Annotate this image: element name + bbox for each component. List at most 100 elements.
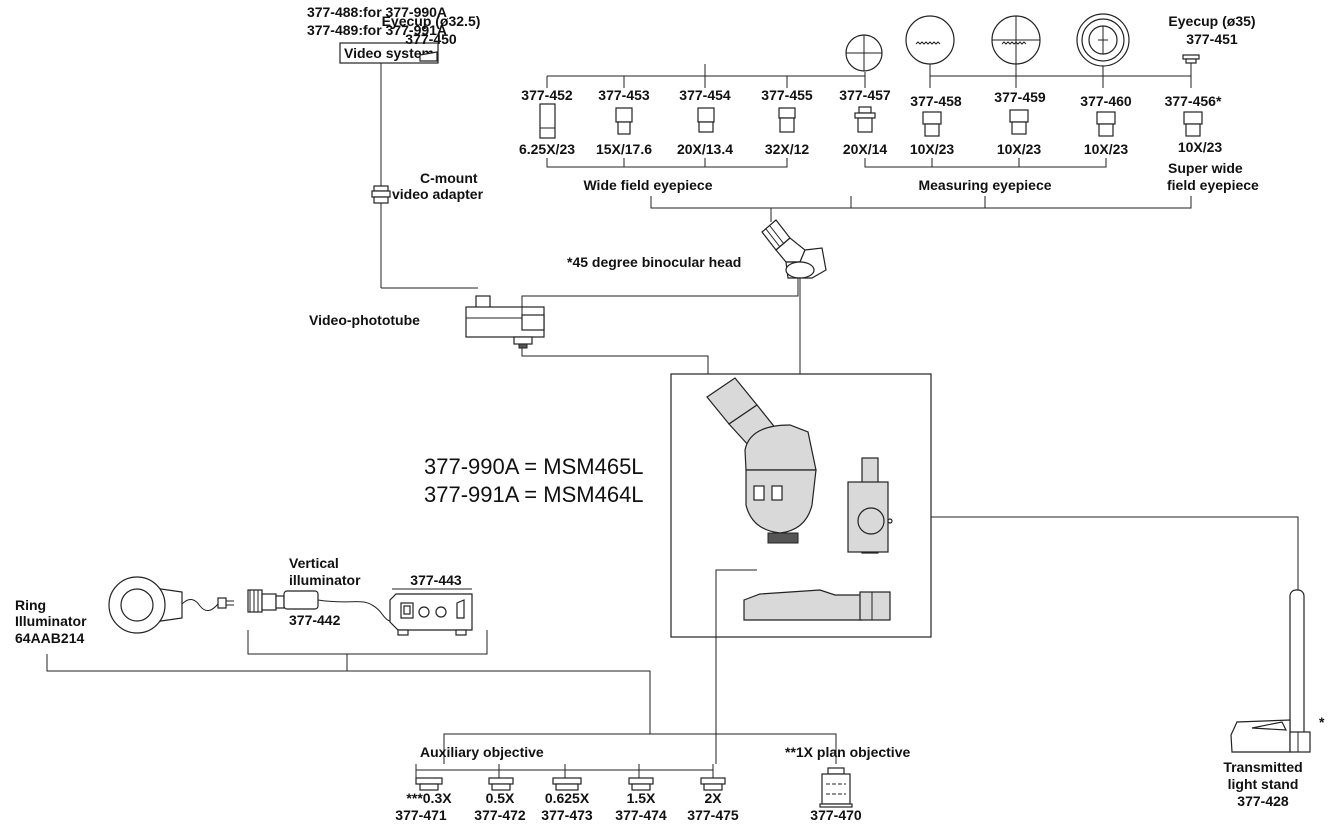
- c-mount-label-2: video adapter: [392, 186, 484, 202]
- eyepiece-icon: [1009, 109, 1029, 135]
- stand-code: 377-428: [1237, 793, 1289, 809]
- super-wide-label-2: field eyepiece: [1167, 177, 1259, 193]
- vertical-illuminator-icon: [247, 589, 397, 623]
- eyepiece-code: 377-458: [910, 93, 962, 109]
- model-line-2: 377-991A = MSM464L: [424, 482, 644, 507]
- eyecup-2-label: Eyecup (ø35): [1168, 13, 1255, 29]
- phototube-to-body-line: [521, 348, 709, 387]
- aux-objective-icon: [628, 777, 654, 791]
- ring-code: 64AAB214: [15, 630, 84, 646]
- eyepiece-icon: [697, 107, 715, 133]
- eyepiece-spec: 10X/23: [1084, 141, 1129, 157]
- c-mount-adapter-icon: [371, 185, 391, 204]
- vertical-label-2: illuminator: [289, 572, 361, 588]
- aux-code: 377-473: [541, 807, 593, 823]
- stand-connector-line: [931, 516, 1299, 590]
- reticle-cross-scale-icon: [991, 15, 1041, 65]
- eyepiece-icon: [922, 111, 942, 137]
- binocular-head-icon: [761, 219, 827, 279]
- objective-line: [715, 569, 757, 637]
- wide-field-bracket: [546, 158, 788, 168]
- microscope-body-icon: [706, 377, 893, 621]
- eyepiece-spec: 6.25X/23: [519, 141, 575, 157]
- measuring-bracket: [864, 158, 1107, 168]
- eyepiece-code: 377-457: [839, 87, 891, 103]
- eyepiece-code: 377-456*: [1165, 93, 1222, 109]
- objectives-bracket: [443, 733, 837, 764]
- eyecup-2-code: 377-451: [1186, 31, 1238, 47]
- illuminator-to-objective-line: [46, 654, 651, 734]
- reticle-crosshair-icon: [845, 34, 883, 72]
- wide-field-label: Wide field eyepiece: [583, 177, 712, 193]
- reticle-circle-icon: [1076, 13, 1130, 67]
- vertical-code: 377-442: [289, 612, 341, 628]
- vertical-bracket: [247, 630, 488, 655]
- eyepiece-spec: 10X/23: [910, 141, 955, 157]
- aux-objective-icon: [415, 777, 443, 791]
- measuring-label: Measuring eyepiece: [918, 177, 1051, 193]
- plan-objective-icon: [819, 767, 853, 808]
- plan-code: 377-470: [810, 807, 862, 823]
- eyepiece-spec: 10X/23: [1178, 139, 1223, 155]
- eyecup-1-label: Eyecup (ø32.5): [382, 13, 481, 29]
- aux-mag: 2X: [704, 790, 722, 806]
- aux-mag: 1.5X: [627, 790, 656, 806]
- binocular-head-label: *45 degree binocular head: [567, 254, 741, 270]
- eyepiece-icon: [1183, 111, 1203, 137]
- aux-mag: 0.625X: [545, 790, 590, 806]
- power-box-code: 377-443: [410, 572, 462, 588]
- transmitted-light-stand-icon: [1230, 589, 1311, 753]
- eyepiece-icon: [1096, 111, 1116, 137]
- vertical-label-1: Vertical: [289, 555, 339, 571]
- stand-mark: *: [1319, 714, 1325, 730]
- aux-code: 377-471: [395, 807, 447, 823]
- phototube-to-head-line: [521, 278, 799, 315]
- aux-code: 377-475: [687, 807, 739, 823]
- ring-illuminator-icon: [108, 576, 234, 634]
- eyepiece-code: 377-459: [994, 89, 1046, 105]
- power-box-icon: [389, 593, 473, 636]
- aux-objective-icon: [488, 777, 514, 791]
- video-phototube-label: Video-phototube: [309, 312, 420, 328]
- eyepiece-spec: 10X/23: [997, 141, 1042, 157]
- super-wide-label-1: Super wide: [1168, 160, 1243, 176]
- stand-label-1: Transmitted: [1223, 759, 1302, 775]
- plan-title: **1X plan objective: [785, 744, 910, 760]
- video-adapter-line-2: 377-489:for 377-991A: [307, 22, 447, 38]
- eyepiece-spec: 20X/13.4: [677, 141, 733, 157]
- video-system-box: [339, 42, 439, 64]
- eyepiece-icon: [615, 107, 633, 135]
- aux-code: 377-472: [474, 807, 526, 823]
- aux-objective-icon: [700, 777, 726, 791]
- eyepiece-spec: 15X/17.6: [596, 141, 652, 157]
- eyepiece-code: 377-453: [598, 87, 650, 103]
- aux-mag: 0.5X: [486, 790, 515, 806]
- c-mount-label-1: C-mount: [420, 170, 478, 186]
- ring-label-2: Illuminator: [15, 613, 87, 629]
- aux-objective-icon: [552, 777, 582, 791]
- video-system-label: Video system: [344, 45, 434, 61]
- eyecup-1-icon: [419, 51, 438, 62]
- video-adapter-line-1: 377-488:for 377-990A: [307, 4, 447, 20]
- aux-code: 377-474: [615, 807, 667, 823]
- eyepiece-spec: 20X/14: [843, 141, 888, 157]
- eyepiece-icon: [539, 103, 556, 139]
- model-line-1: 377-990A = MSM465L: [424, 454, 644, 479]
- eyepiece-spec: 32X/12: [765, 141, 810, 157]
- aux-mag: ***0.3X: [406, 790, 452, 806]
- ring-label-1: Ring: [15, 597, 46, 613]
- eyecup-1-code: 377-450: [405, 31, 457, 47]
- eyepiece-code: 377-455: [761, 87, 813, 103]
- video-phototube-icon: [465, 295, 545, 349]
- reticle-scale-icon: [905, 15, 955, 65]
- eyepiece-icon: [854, 106, 876, 133]
- stand-label-2: light stand: [1228, 776, 1299, 792]
- aux-title: Auxiliary objective: [420, 744, 544, 760]
- eyepieces-bracket: [650, 196, 1192, 209]
- eyepiece-code: 377-460: [1080, 93, 1132, 109]
- eyepiece-code: 377-454: [679, 87, 731, 103]
- eyepiece-code: 377-452: [521, 87, 573, 103]
- eyecup-2-icon: [1182, 54, 1200, 64]
- eyepiece-icon: [778, 107, 796, 133]
